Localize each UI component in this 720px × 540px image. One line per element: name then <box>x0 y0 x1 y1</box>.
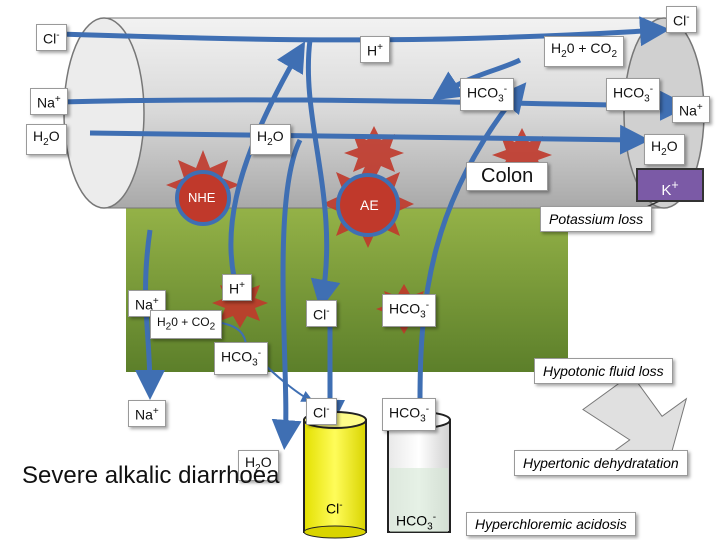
potassium-loss-label: Potassium loss <box>540 206 653 232</box>
lumen-h-plus: H+ <box>360 36 390 63</box>
cell-cl: Cl- <box>306 300 337 327</box>
blood-na: Na+ <box>128 400 166 427</box>
blood-hco3: HCO3- <box>382 398 437 432</box>
cell-h-plus: H+ <box>222 274 252 301</box>
lumen-cl-left: Cl- <box>36 24 67 51</box>
ae-transporter <box>336 173 400 237</box>
nhe-label: NHE <box>188 190 216 205</box>
potassium-badge: K+ <box>636 168 704 202</box>
ae-label: AE <box>360 197 379 213</box>
lumen-cl-right: Cl- <box>666 6 697 33</box>
lumen-h2o-co2: H20 + CO2 <box>544 36 624 67</box>
lumen-hco3-mid: HCO3- <box>460 78 515 112</box>
cell-hco3-lower: HCO3- <box>214 342 269 376</box>
lumen-na-left: Na+ <box>30 88 68 115</box>
hyperchloremic-label: Hyperchloremic acidosis <box>466 512 636 536</box>
lumen-h2o-left: H2O <box>26 124 67 155</box>
diagram-title: Severe alkalic diarrhoea <box>22 462 280 489</box>
cell-hco3: HCO3- <box>382 294 437 328</box>
blood-cl: Cl- <box>306 398 337 425</box>
beaker-cl-label: Cl- <box>326 500 343 517</box>
nhe-transporter <box>175 170 231 226</box>
beaker-yellow <box>303 411 367 539</box>
lumen-hco3-right: HCO3- <box>606 78 661 112</box>
beaker-hco3-label: HCO3- <box>396 512 437 533</box>
blood-h2o: H2O <box>238 450 279 481</box>
lumen-h2o-mid: H2O <box>250 124 291 155</box>
cell-h2o-co2: H20 + CO2 <box>150 310 223 340</box>
hypertonic-label: Hypertonic dehydratation <box>514 450 688 476</box>
lumen-na-right: Na+ <box>672 96 710 123</box>
colon-label: Colon <box>466 162 549 191</box>
lumen-h2o-right: H2O <box>644 134 685 165</box>
hypotonic-label: Hypotonic fluid loss <box>534 358 673 384</box>
